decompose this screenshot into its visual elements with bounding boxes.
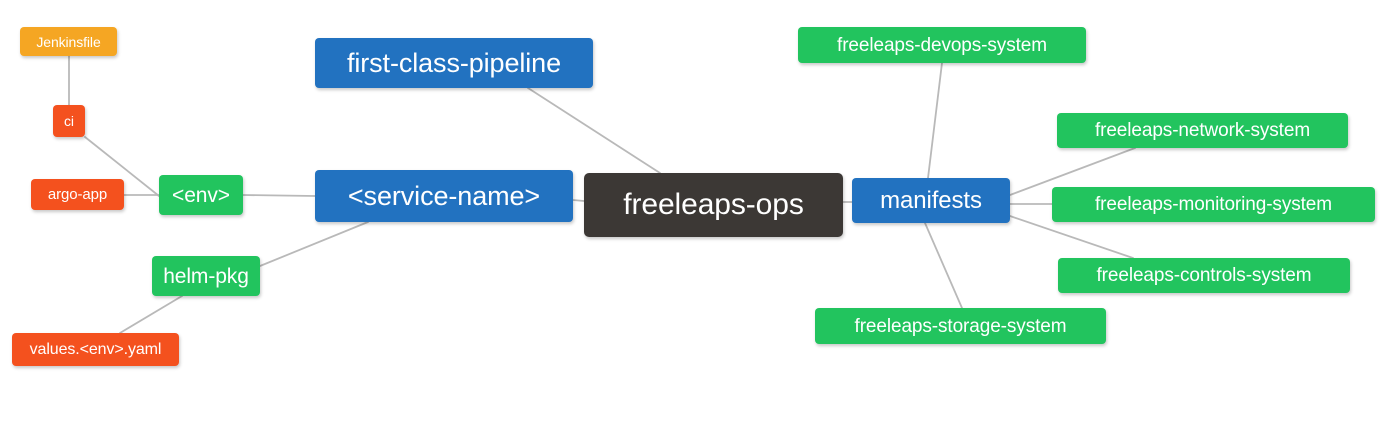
edge-first-class-pipeline-to-freeleaps-ops bbox=[527, 87, 661, 174]
node-helm-pkg[interactable]: helm-pkg bbox=[152, 256, 260, 296]
node-values-env-yaml[interactable]: values.<env>.yaml bbox=[12, 333, 179, 366]
edge-manifests-to-devops-system bbox=[927, 62, 943, 179]
node-devops-system[interactable]: freeleaps-devops-system bbox=[798, 27, 1086, 63]
node-label: freeleaps-network-system bbox=[1094, 120, 1311, 141]
node-label: freeleaps-ops bbox=[623, 188, 804, 221]
node-freeleaps-ops[interactable]: freeleaps-ops bbox=[584, 173, 843, 237]
node-monitoring-system[interactable]: freeleaps-monitoring-system bbox=[1052, 187, 1375, 222]
node-label: freeleaps-devops-system bbox=[837, 34, 1047, 56]
node-label: values.<env>.yaml bbox=[29, 340, 162, 358]
node-first-class-pipeline[interactable]: first-class-pipeline bbox=[315, 38, 593, 88]
edge-service-name-to-helm-pkg bbox=[259, 221, 369, 267]
node-manifests[interactable]: manifests bbox=[852, 178, 1010, 223]
node-service-name[interactable]: <service-name> bbox=[315, 170, 573, 222]
node-label: freeleaps-controls-system bbox=[1096, 265, 1312, 286]
node-label: argo-app bbox=[47, 186, 108, 203]
edge-helm-pkg-to-values-env-yaml bbox=[119, 295, 183, 334]
edge-env-to-service-name bbox=[242, 194, 316, 197]
node-label: Jenkinsfile bbox=[36, 33, 101, 50]
node-storage-system[interactable]: freeleaps-storage-system bbox=[815, 308, 1106, 344]
node-label: freeleaps-storage-system bbox=[854, 315, 1067, 337]
node-jenkinsfile[interactable]: Jenkinsfile bbox=[20, 27, 117, 56]
node-env[interactable]: <env> bbox=[159, 175, 243, 215]
node-argo-app[interactable]: argo-app bbox=[31, 179, 124, 210]
node-label: helm-pkg bbox=[163, 264, 249, 288]
node-label: manifests bbox=[880, 186, 982, 214]
node-ci[interactable]: ci bbox=[53, 105, 85, 137]
node-label: ci bbox=[64, 113, 74, 129]
node-label: first-class-pipeline bbox=[346, 47, 562, 78]
node-label: <env> bbox=[172, 183, 230, 207]
node-network-system[interactable]: freeleaps-network-system bbox=[1057, 113, 1348, 148]
edge-service-name-to-freeleaps-ops bbox=[572, 199, 585, 202]
edge-manifests-to-controls-system bbox=[1009, 215, 1134, 259]
node-label: freeleaps-monitoring-system bbox=[1095, 194, 1332, 215]
edge-manifests-to-storage-system bbox=[924, 222, 963, 309]
node-label: <service-name> bbox=[347, 180, 541, 211]
node-controls-system[interactable]: freeleaps-controls-system bbox=[1058, 258, 1350, 293]
